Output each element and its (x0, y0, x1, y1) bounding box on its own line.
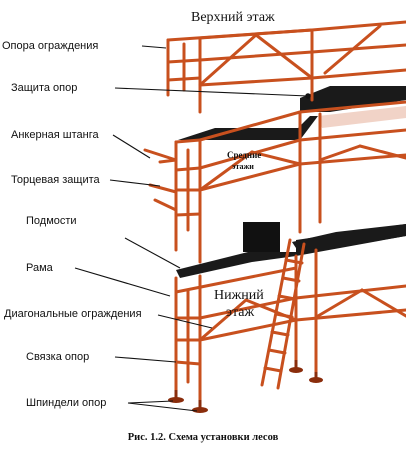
label-railing-post: Опора ограждения (2, 40, 99, 52)
lower-level-frame (174, 248, 406, 404)
label-platform: Подмости (26, 215, 77, 227)
label-frame: Рама (26, 262, 53, 274)
ladder (260, 238, 306, 390)
lower-deck-panel (243, 222, 280, 252)
middle-level-title-line2: этажи (232, 162, 254, 171)
lower-level-title-line1: Нижний (214, 288, 264, 303)
label-diagonal-railings: Диагональные ограждения (4, 308, 142, 320)
middle-level-title-line1: Средние (227, 150, 262, 160)
label-post-tie: Связка опор (26, 351, 90, 363)
label-post-guard: Защита опор (11, 82, 78, 94)
leader-lines (74, 45, 311, 412)
spindle-rods (174, 360, 318, 410)
upper-level-title: Верхний этаж (191, 10, 275, 25)
upper-level-frame (166, 20, 406, 114)
middle-deck-right (318, 106, 406, 128)
spindle-feet (168, 367, 323, 413)
label-post-spindles: Шпиндели опор (26, 397, 107, 409)
upper-deck (300, 86, 406, 112)
figure-caption: Рис. 1.2. Схема установки лесов (127, 432, 279, 443)
label-end-guard: Торцевая защита (11, 174, 100, 186)
label-anchor-rod: Анкерная штанга (11, 129, 99, 141)
lower-level-title-line2: этаж (226, 305, 255, 320)
middle-level-frame (143, 100, 406, 264)
lower-deck-right (292, 224, 406, 254)
